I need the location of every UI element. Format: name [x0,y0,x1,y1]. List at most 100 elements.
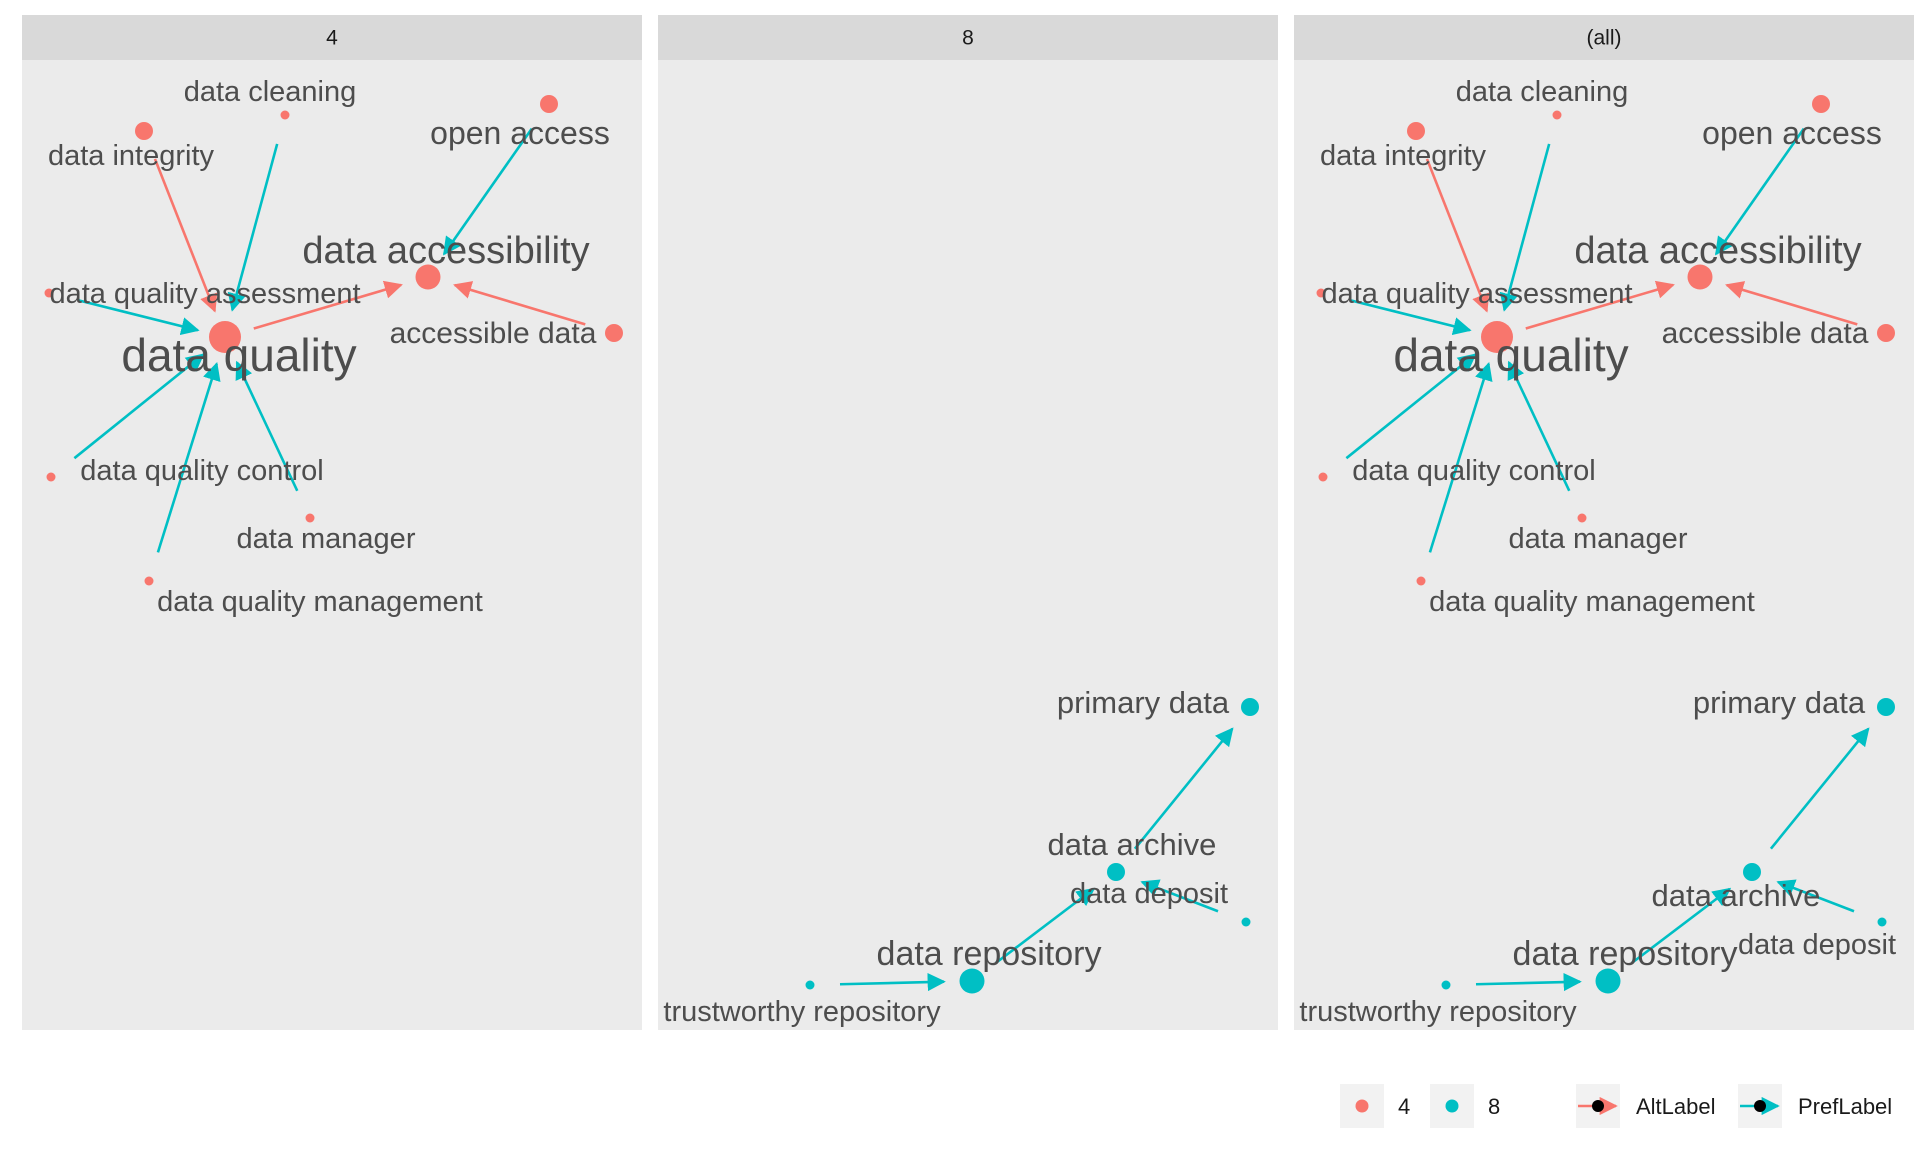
node-label: data repository [877,935,1102,973]
node-label: data quality [121,329,356,381]
panel-background [22,60,642,1030]
node-pd [1877,698,1895,716]
node-dqa [1316,288,1326,298]
node-label: data archive [1048,827,1217,862]
edge-preflabel [1475,972,1582,992]
node-label: accessible data [390,317,597,350]
edge-preflabel [1428,361,1493,553]
node-tr [805,980,815,990]
edge-altlabel [1425,158,1490,313]
node-label: open access [1702,115,1882,151]
node-label: trustworthy repository [663,996,941,1028]
node-label: data deposit [1070,878,1228,910]
node-label: open access [430,115,610,151]
node-label: data archive [1652,878,1821,913]
node-label: data quality assessment [49,278,360,310]
facet-strip [1294,15,1914,60]
node-oa [540,95,558,113]
edge-preflabel [1631,887,1732,964]
legend-group-label: 4 [1398,1094,1410,1119]
node-label: trustworthy repository [1299,996,1577,1028]
edge-preflabel [1769,727,1870,850]
node-oa [1812,95,1830,113]
node-label: data integrity [48,140,215,172]
node-ddp [1877,917,1887,927]
facet-panels: 4 data quality data cleaning data integrity… [22,15,1914,1030]
node-label: data cleaning [1456,76,1629,108]
node-label: data repository [1513,935,1738,973]
node-label: data quality control [1352,455,1595,487]
legend-edge-label: AltLabel [1636,1094,1716,1119]
node-dr [1595,968,1621,994]
node-pd [1241,698,1259,716]
node-dar [1743,863,1761,881]
edge-preflabel [156,361,221,553]
edge-altlabel [453,281,586,326]
facet-strip [22,15,642,60]
node-da [415,264,441,290]
facet-panel: 4 data quality data cleaning data integrity… [22,15,642,1030]
panel-background [1294,60,1914,1030]
facet-strip-label: 4 [326,27,338,50]
node-dm [305,513,315,523]
edge-altlabel [253,280,403,330]
node-di [1407,122,1425,140]
edge-preflabel [442,127,533,256]
node-dc [280,110,290,120]
legend-edge-dot [1754,1100,1766,1112]
legend-group-dot [1355,1099,1369,1113]
node-tr [1441,980,1451,990]
node-label: data quality management [1429,586,1755,618]
node-label: data quality [1393,329,1628,381]
node-dq [209,321,241,353]
node-label: data quality management [157,586,483,618]
legend-edge-label: PrefLabel [1798,1094,1892,1119]
edge-altlabel [1525,280,1675,330]
node-dqc [1318,472,1328,482]
legend: 4 8 AltLabel PrefLabel [1340,1084,1892,1128]
node-ad [605,324,623,342]
node-label: data deposit [1738,929,1896,961]
node-dqa [44,288,54,298]
edge-altlabel [153,158,218,313]
node-label: accessible data [1662,317,1869,350]
node-dqm [1416,576,1426,586]
node-dm [1577,513,1587,523]
node-ddp [1241,917,1251,927]
edge-preflabel [1507,360,1571,492]
edge-preflabel [995,887,1096,964]
node-dq [1481,321,1513,353]
node-dr [959,968,985,994]
legend-group-dot [1445,1099,1459,1113]
edge-preflabel [1133,727,1234,850]
node-label: data cleaning [184,76,357,108]
legend-edge-dot [1592,1100,1604,1112]
legend-group-label: 8 [1488,1094,1500,1119]
node-dqc [46,472,56,482]
node-di [135,122,153,140]
facet-strip [658,15,1278,60]
edge-preflabel [1499,143,1551,312]
facet-strip-label: 8 [962,27,974,50]
facet-panel: (all) data quality data cleaning data integ… [1294,15,1914,1030]
node-label: data quality assessment [1321,278,1632,310]
edge-preflabel [1714,127,1805,256]
edge-preflabel [235,360,299,492]
edge-preflabel [1776,879,1855,913]
facet-strip-label: (all) [1587,27,1622,50]
edge-preflabel [1349,299,1472,336]
edge-preflabel [1345,353,1477,460]
facet-panel: 8 primary data data archive data deposit dat… [658,15,1278,1030]
panel-background [658,60,1278,1030]
node-label: data manager [1509,523,1688,555]
edge-preflabel [227,143,279,312]
node-label: primary data [1057,685,1230,720]
node-ad [1877,324,1895,342]
node-label: data integrity [1320,140,1487,172]
node-label: data accessibility [302,230,589,272]
node-label: data quality control [80,455,323,487]
node-dc [1552,110,1562,120]
edge-preflabel [1140,879,1219,913]
edge-preflabel [839,972,946,992]
node-dqm [144,576,154,586]
